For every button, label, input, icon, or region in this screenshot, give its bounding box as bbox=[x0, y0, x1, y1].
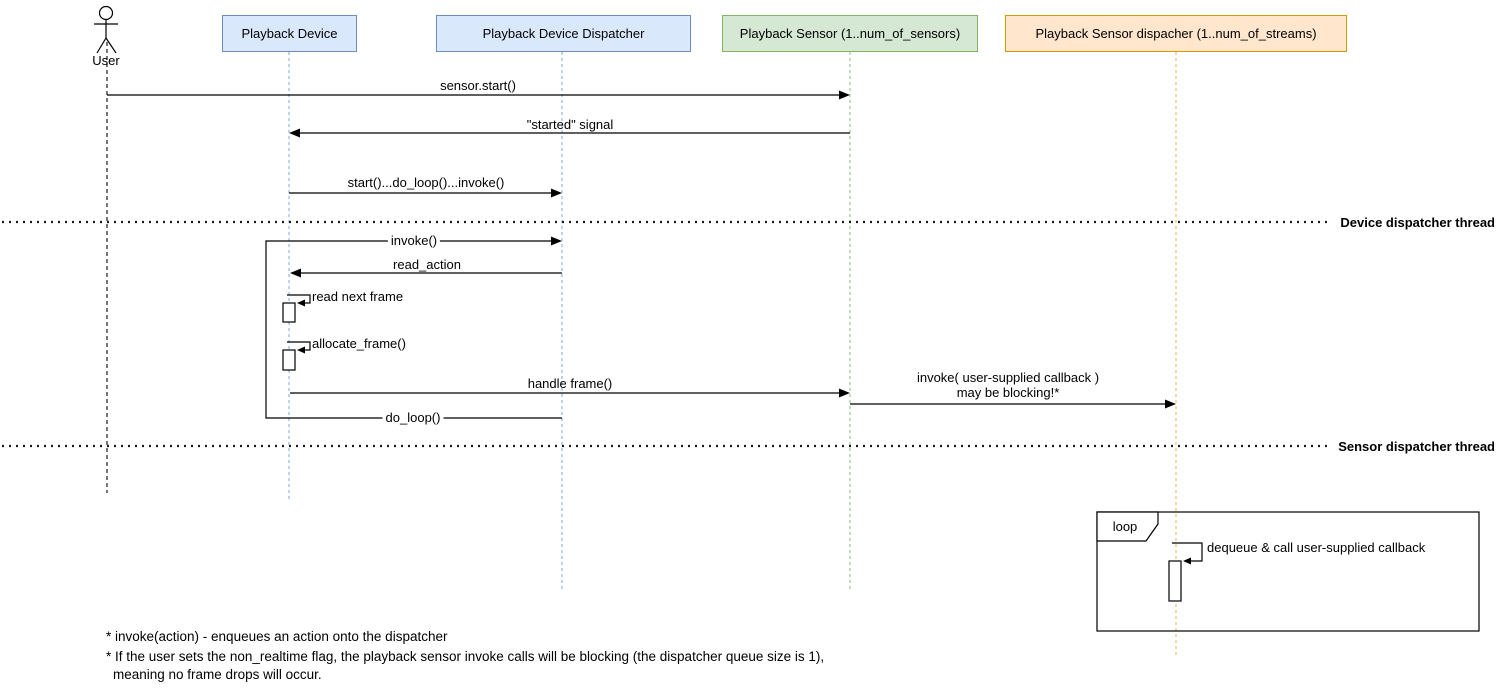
handle-frame-arrow bbox=[290, 388, 850, 398]
user-actor-icon bbox=[94, 5, 118, 54]
dequeue-self-call bbox=[1172, 542, 1203, 565]
read-action-label: read_action bbox=[393, 257, 461, 272]
sensor-dispatcher-thread-label: Sensor dispatcher thread bbox=[1338, 439, 1495, 454]
start-do-loop-invoke-arrow bbox=[289, 188, 562, 198]
dequeue-callback-label: dequeue & call user-supplied callback bbox=[1207, 540, 1426, 555]
started-signal-arrow bbox=[289, 128, 850, 138]
do-loop-label: do_loop() bbox=[382, 411, 444, 425]
started-signal-label: "started" signal bbox=[526, 117, 614, 132]
read-next-frame-self-call bbox=[287, 294, 311, 307]
start-do-loop-invoke-label: start()...do_loop()...invoke() bbox=[347, 175, 505, 190]
sensor-start-label: sensor.start() bbox=[440, 78, 516, 93]
handle-frame-label: handle frame() bbox=[527, 376, 613, 391]
invoke-label: invoke() bbox=[387, 234, 441, 248]
activation-bars bbox=[282, 302, 1182, 602]
invoke-user-callback-arrow bbox=[850, 399, 1176, 409]
activation-bar bbox=[282, 302, 296, 323]
lifelines bbox=[106, 42, 1177, 655]
sensor-start-arrow bbox=[107, 90, 850, 100]
thread-dividers bbox=[2, 220, 1330, 448]
participant-playback-sensor: Playback Sensor (1..num_of_sensors) bbox=[722, 15, 978, 52]
activation-bar bbox=[282, 349, 296, 371]
participant-playback-device-dispatcher: Playback Device Dispatcher bbox=[436, 15, 691, 52]
invoke-user-callback-label: invoke( user-supplied callback ) may be … bbox=[917, 370, 1099, 400]
device-dispatcher-thread-label: Device dispatcher thread bbox=[1340, 215, 1495, 230]
user-actor-label: User bbox=[92, 53, 120, 68]
invoke-user-callback-label-line1: invoke( user-supplied callback ) bbox=[916, 370, 1100, 385]
invoke-user-callback-label-line2: may be blocking!* bbox=[956, 385, 1060, 400]
participant-playback-device: Playback Device bbox=[222, 15, 357, 52]
allocate-frame-self-call bbox=[287, 341, 311, 354]
read-next-frame-label: read next frame bbox=[312, 289, 404, 304]
footnote-1: * invoke(action) - enqueues an action on… bbox=[106, 629, 448, 644]
message-arrows bbox=[107, 90, 1203, 565]
read-action-arrow bbox=[290, 268, 562, 278]
activation-bar bbox=[1168, 560, 1182, 602]
participant-playback-sensor-dispatcher: Playback Sensor dispacher (1..num_of_str… bbox=[1005, 15, 1347, 52]
footnote-3: meaning no frame drops will occur. bbox=[113, 667, 322, 682]
allocate-frame-label: allocate_frame() bbox=[312, 336, 406, 351]
loop-frame-tab bbox=[1096, 511, 1159, 542]
footnote-2: * If the user sets the non_realtime flag… bbox=[106, 649, 825, 664]
loop-frame-label: loop bbox=[1112, 519, 1138, 534]
loop-frame bbox=[1096, 511, 1480, 632]
